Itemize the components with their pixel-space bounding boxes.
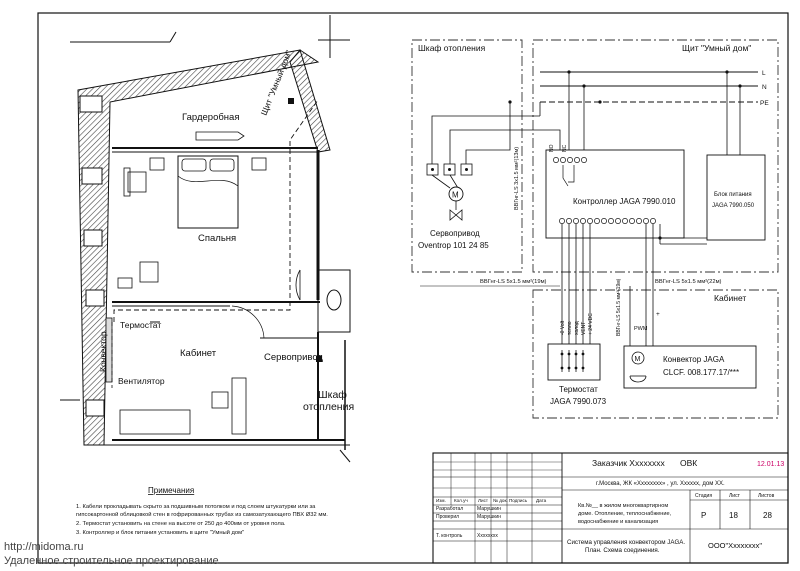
- controller-box: [545, 149, 685, 239]
- plan-servo: Сервопривод: [264, 352, 323, 363]
- stamp-stage: Р: [701, 511, 706, 520]
- scheme-heating-cabinet: Шкаф отопления: [418, 43, 486, 53]
- stamp-customer: Заказчик Хххххххх: [592, 458, 665, 468]
- stamp-section: ОВК: [680, 458, 697, 468]
- svg-text:тепло: тепло: [567, 321, 573, 335]
- stamp-stage-header: Стадия: [695, 493, 712, 499]
- scheme-smart-home: Щит "Умный дом": [682, 43, 751, 53]
- svg-text:Лист: Лист: [478, 498, 489, 503]
- facade-wall-right: [289, 48, 331, 153]
- terminal-no: NO: [549, 144, 555, 152]
- cable-convector-label: ВВГнг-LS 5х1.5 мм²(19м): [616, 278, 622, 336]
- pwm-label: PWM: [634, 326, 648, 332]
- notes-title: Примечания: [148, 486, 194, 495]
- plan-fan: Вентилятор: [118, 376, 165, 386]
- stamp-object-2: доме. Отопление, теплоснабжение,: [578, 511, 672, 517]
- notes: Примечания 1. Кабели прокладывать скрыто…: [76, 486, 328, 536]
- svg-text:+ 24 VDC: + 24 VDC: [588, 313, 594, 335]
- floor-plan: Гардеробная Спальня Кабинет Щит "Умный д…: [60, 15, 354, 463]
- thermostat-terminal-labels: -0 Volt тепло холод VENT + 24 VDC: [560, 313, 594, 335]
- stamp-role: Т. контроль: [436, 533, 463, 539]
- svg-text:Дата: Дата: [536, 498, 547, 503]
- watermark-url: http://midoma.ru: [4, 541, 84, 553]
- psu-label-1: Блок питания: [714, 192, 752, 198]
- controller-bottom-terminals: [559, 218, 656, 224]
- svg-text:Подпись: Подпись: [509, 498, 528, 503]
- note-line: 2. Термостат установить на стене на высо…: [76, 521, 286, 527]
- controller-label: Контроллер JAGA 7990.010: [573, 197, 676, 206]
- svg-text:VENT: VENT: [581, 322, 587, 335]
- convector-box: [623, 345, 757, 389]
- svg-text:-0 Volt: -0 Volt: [560, 320, 566, 335]
- office-frame: [532, 289, 779, 419]
- title-block-text: Заказчик Хххххххх ОВК 12.01.13 г.Москва,…: [436, 458, 784, 554]
- thermostat-name: Термостат: [559, 385, 598, 394]
- svg-text:№ док.: № док.: [493, 498, 508, 503]
- servo-marker: [316, 356, 322, 362]
- cable-servo-label: ВВГнг-LS 3х1.5 мм²(13м): [514, 147, 520, 210]
- scheme-office: Кабинет: [714, 293, 746, 303]
- svg-text:M: M: [452, 191, 459, 200]
- servo-name: Сервопривод: [430, 229, 480, 238]
- desk: [231, 377, 247, 435]
- svg-text:холод: холод: [574, 321, 580, 335]
- bus-l: L: [762, 70, 766, 77]
- psu-box: [706, 154, 766, 241]
- controller-top-terminals: [553, 157, 587, 163]
- stamp-object-3: водоснабжение и канализация: [578, 519, 658, 525]
- stamp-sheet: 18: [729, 511, 738, 520]
- room-bedroom: Спальня: [198, 233, 236, 244]
- stamp-sheet-header: Лист: [729, 493, 741, 499]
- stamp-role: Проверил: [436, 514, 459, 520]
- stamp-date: 12.01.13: [757, 461, 784, 468]
- stamp-role: Разработал: [436, 506, 463, 512]
- title-block: [432, 452, 789, 564]
- convector-name: Конвектор JAGA: [663, 355, 725, 364]
- sheet-border: [37, 12, 789, 564]
- svg-text:Кол.уч: Кол.уч: [454, 498, 468, 503]
- svg-text:Изм.: Изм.: [436, 498, 446, 503]
- plan-convector: Конвектор: [98, 331, 108, 372]
- plan-heating-cabinet-1: Шкаф: [318, 389, 347, 401]
- cable-route: [113, 99, 319, 322]
- stamp-object-1: Кв.№__ в жилом многоквартирном: [578, 503, 668, 509]
- stamp-title-1: Система управления конвектором JAGA.: [567, 539, 685, 546]
- stamp-person: Марушкин: [477, 506, 501, 512]
- facade-wall: [77, 49, 320, 446]
- stamp-sheets-header: Листов: [758, 493, 775, 499]
- cable-psu-label: ВВГнг-LS 5х1.5 мм²(22м): [655, 279, 722, 285]
- note-line: 1. Кабели прокладывать скрыто за подшивн…: [76, 504, 316, 510]
- terminal-nc: NC: [562, 144, 568, 152]
- room-office: Кабинет: [180, 348, 217, 359]
- bed: [177, 155, 239, 229]
- psu-label-2: JAGA 7990.050: [712, 203, 755, 209]
- stamp-company: ООО"Хххххххх": [708, 541, 762, 550]
- svg-text:M: M: [635, 356, 641, 363]
- cable-thermostat-label: ВВГнг-LS 5х1.5 мм²(19м): [480, 279, 547, 285]
- stamp-title-2: План. Схема соединения.: [585, 547, 660, 554]
- note-line: гипсокартонной облицовкой стен в гофриро…: [76, 511, 328, 518]
- stamp-address: г.Москва, ЖК «Хххххххх» , ул. Хххххх, до…: [596, 481, 725, 487]
- bus-pe: PE: [760, 100, 769, 107]
- servo-model: Oventrop 101 24 85: [418, 241, 489, 250]
- heating-cabinet-frame: [411, 39, 523, 273]
- convector-model: CLCF. 008.177.17/***: [663, 368, 739, 377]
- thermostat-box: [547, 343, 601, 381]
- thermostat-model: JAGA 7990.073: [550, 397, 607, 406]
- stamp-person: Марушкин: [477, 514, 501, 520]
- convector-motor-symbol: [631, 351, 645, 365]
- smart-home-frame: [532, 39, 779, 273]
- plus-label: +: [656, 311, 660, 318]
- bus-n: N: [762, 84, 767, 91]
- room-wardrobe: Гардеробная: [182, 112, 239, 123]
- stamp-sheets: 28: [763, 511, 772, 520]
- plan-heating-cabinet-2: отопления: [303, 401, 354, 413]
- note-line: 3. Контроллер и блок питания установить …: [76, 529, 244, 536]
- stamp-person: Хххххххх: [477, 533, 498, 539]
- connection-scheme: Шкаф отопления Щит "Умный дом" Кабинет L…: [411, 39, 779, 419]
- plan-thermostat: Термостат: [120, 320, 161, 330]
- watermark-caption: Удаленное строительное проектирование: [4, 555, 219, 567]
